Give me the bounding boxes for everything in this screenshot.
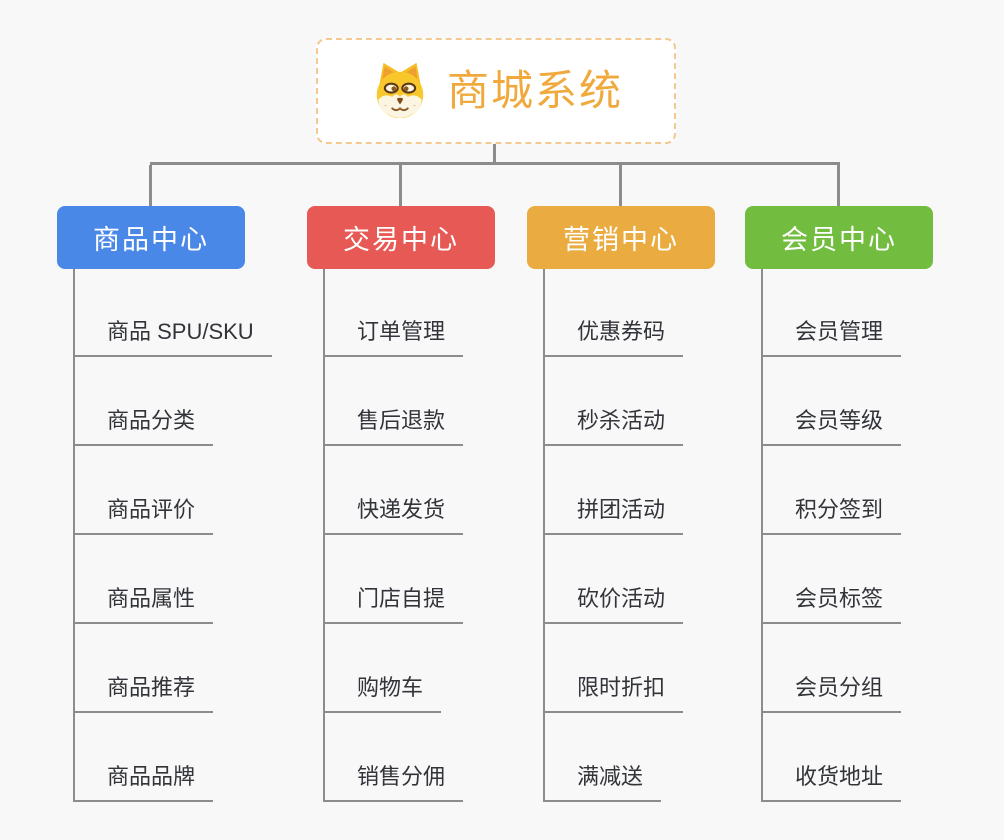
connector-drop-line-member xyxy=(837,165,840,207)
leaf-node[interactable]: 售后退款 xyxy=(323,407,464,446)
dog-face-icon xyxy=(376,62,424,119)
branch-marketing-center: 营销中心 优惠券码 秒杀活动 拼团活动 砍价活动 限时折扣 满减送 xyxy=(527,206,777,806)
branch-vertical-line xyxy=(73,269,75,802)
leaf-node[interactable]: 会员等级 xyxy=(761,407,902,446)
connector-trunk-line xyxy=(493,144,496,163)
leaf-node[interactable]: 商品分类 xyxy=(73,407,214,446)
branch-head-marketing-center[interactable]: 营销中心 xyxy=(527,206,715,269)
leaf-node[interactable]: 砍价活动 xyxy=(543,585,684,624)
branch-vertical-line xyxy=(323,269,325,802)
leaf-node[interactable]: 满减送 xyxy=(543,763,662,802)
leaf-node[interactable]: 销售分佣 xyxy=(323,763,464,802)
leaf-node[interactable]: 门店自提 xyxy=(323,585,464,624)
leaf-node[interactable]: 商品属性 xyxy=(73,585,214,624)
leaf-node[interactable]: 商品推荐 xyxy=(73,674,214,713)
leaf-node[interactable]: 会员管理 xyxy=(761,318,902,357)
branch-trade-center: 交易中心 订单管理 售后退款 快递发货 门店自提 购物车 销售分佣 xyxy=(307,206,557,806)
leaf-node[interactable]: 会员分组 xyxy=(761,674,902,713)
connector-drop-line-marketing xyxy=(619,165,622,207)
leaf-node[interactable]: 商品评价 xyxy=(73,496,214,535)
leaf-node[interactable]: 购物车 xyxy=(323,674,442,713)
branch-head-product-center[interactable]: 商品中心 xyxy=(57,206,245,269)
leaf-node[interactable]: 拼团活动 xyxy=(543,496,684,535)
leaf-node[interactable]: 快递发货 xyxy=(323,496,464,535)
branch-head-trade-center[interactable]: 交易中心 xyxy=(307,206,495,269)
root-node[interactable]: 商城系统 xyxy=(316,38,676,144)
branch-vertical-line xyxy=(543,269,545,802)
leaf-node[interactable]: 限时折扣 xyxy=(543,674,684,713)
leaf-node[interactable]: 订单管理 xyxy=(323,318,464,357)
root-title: 商城系统 xyxy=(446,67,623,114)
connector-horizontal-line xyxy=(150,162,840,165)
leaf-node[interactable]: 商品 SPU/SKU xyxy=(73,318,272,357)
connector-drop-line-trade xyxy=(399,165,402,207)
leaf-node[interactable]: 商品品牌 xyxy=(73,763,214,802)
leaf-node[interactable]: 优惠券码 xyxy=(543,318,684,357)
leaf-node[interactable]: 秒杀活动 xyxy=(543,407,684,446)
branch-product-center: 商品中心 商品 SPU/SKU 商品分类 商品评价 商品属性 商品推荐 商品品牌 xyxy=(57,206,307,806)
branch-member-center: 会员中心 会员管理 会员等级 积分签到 会员标签 会员分组 收货地址 xyxy=(745,206,995,806)
branch-head-member-center[interactable]: 会员中心 xyxy=(745,206,933,269)
leaf-node[interactable]: 积分签到 xyxy=(761,496,902,535)
branch-vertical-line xyxy=(761,269,763,802)
connector-drop-line-product xyxy=(149,165,152,207)
leaf-node[interactable]: 会员标签 xyxy=(761,585,902,624)
leaf-node[interactable]: 收货地址 xyxy=(761,763,902,802)
